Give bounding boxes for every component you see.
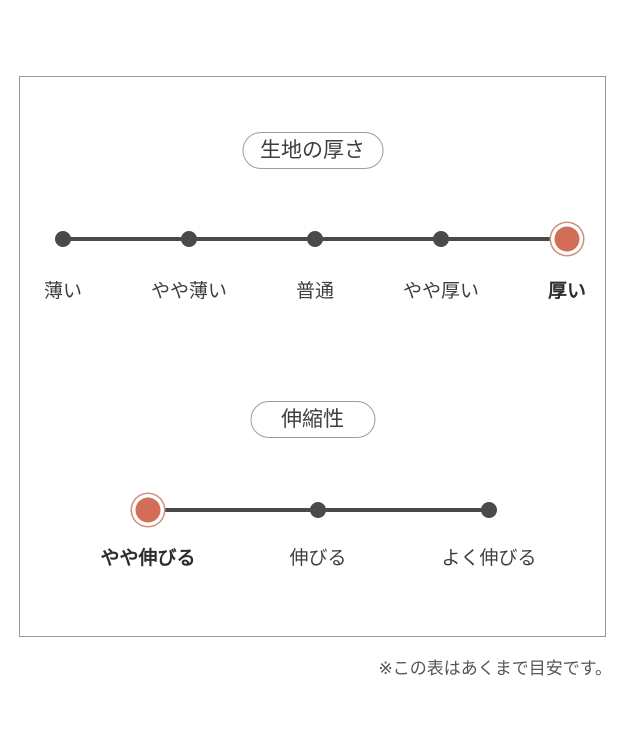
scale-dot [433,231,449,247]
scale-label: よく伸びる [441,547,537,569]
disclaimer-note: ※この表はあくまで目安です。 [378,659,612,679]
thickness-title-pill: 生地の厚さ [242,132,383,169]
scale-dot [307,231,323,247]
scale-label: やや薄い [150,280,228,302]
scale-label: 普通 [295,280,335,302]
scale-label: 薄い [43,280,83,302]
scale-dot [55,231,71,247]
stretch-title: 伸縮性 [281,407,344,431]
scale-label: 伸びる [289,547,347,569]
thickness-title: 生地の厚さ [260,138,365,162]
selected-scale-label: 厚い [547,280,587,302]
scale-dot [181,231,197,247]
selected-scale-dot [135,497,161,523]
scale-label: やや厚い [402,280,480,302]
stretch-title-pill: 伸縮性 [250,401,375,438]
selected-scale-label: やや伸びる [100,547,196,569]
spec-panel: 生地の厚さ 薄い やや薄い 普通 やや厚い 厚い 伸縮性 やや伸びる 伸びる よ… [19,76,606,637]
scale-dot [310,502,326,518]
scale-dot [481,502,497,518]
selected-scale-dot [554,226,580,252]
